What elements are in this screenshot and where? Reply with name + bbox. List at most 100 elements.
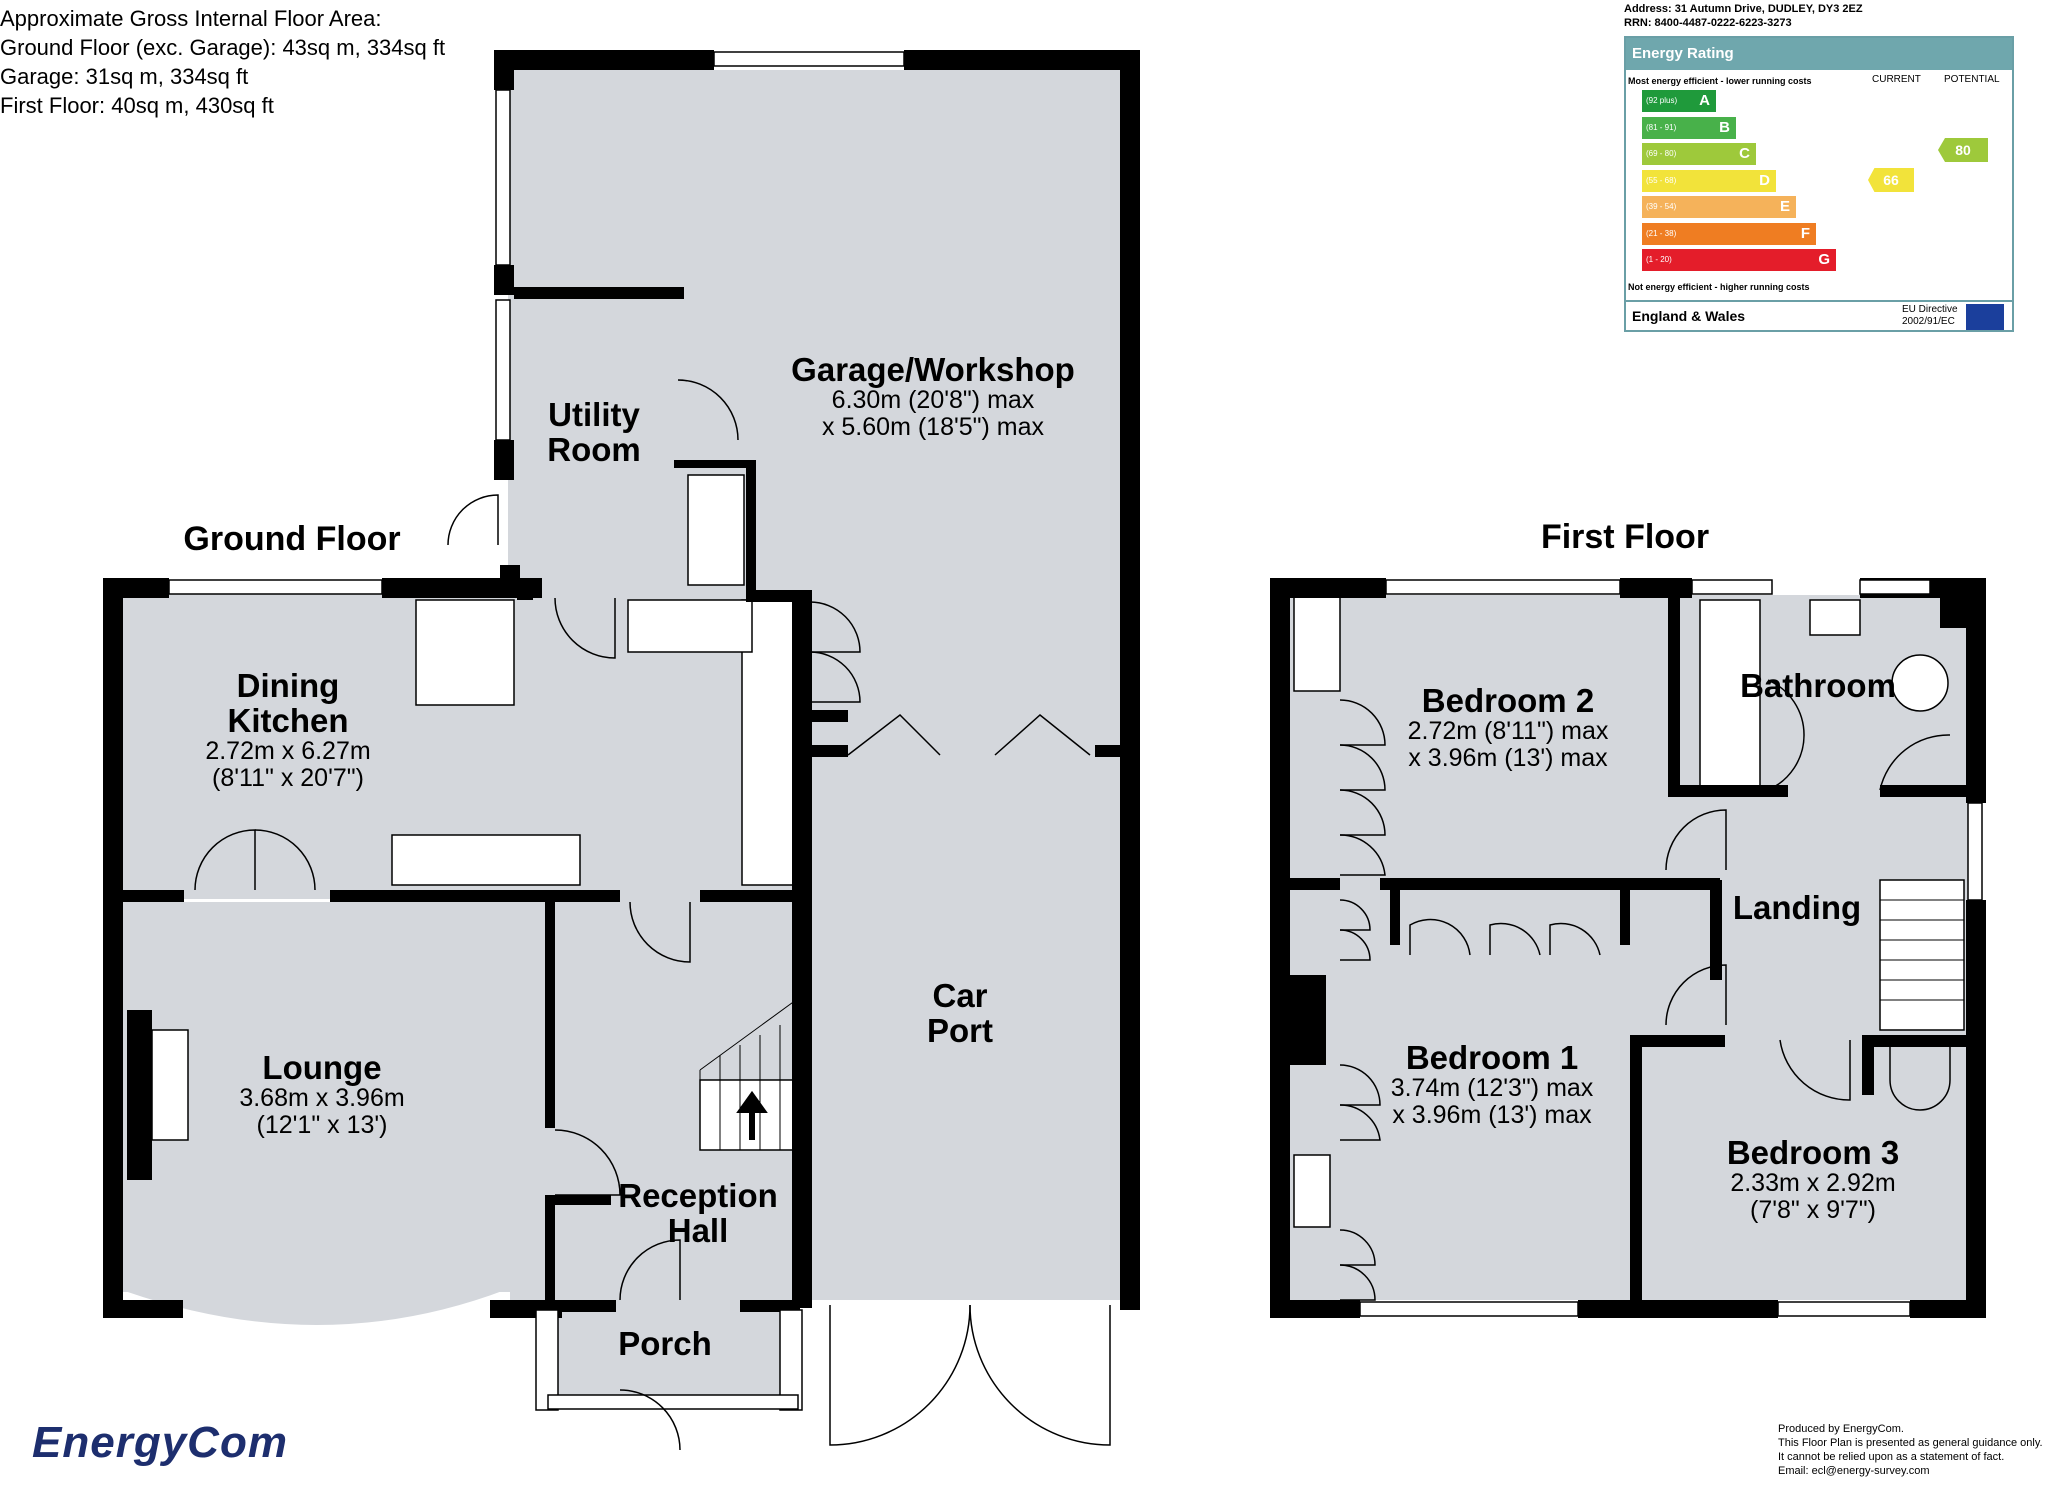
dining-line1: Dining bbox=[236, 667, 340, 704]
utility-line2: Room bbox=[547, 431, 641, 468]
epc-band-range: (39 - 54) bbox=[1646, 202, 1677, 211]
epc-title: Energy Rating bbox=[1626, 38, 2012, 70]
bathroom-label: Bathroom bbox=[1740, 668, 1896, 703]
epc-band-letter: C bbox=[1739, 145, 1750, 162]
dining-line2: Kitchen bbox=[227, 702, 349, 739]
epc-header: Address: 31 Autumn Drive, DUDLEY, DY3 2E… bbox=[1624, 2, 1863, 30]
garage-dim1: 6.30m (20'8") max bbox=[831, 386, 1035, 414]
epc-region: England & Wales bbox=[1632, 308, 1746, 324]
stairs-up-arrow-icon bbox=[736, 1090, 768, 1140]
produced-line: Email: ecl@energy-survey.com bbox=[1778, 1465, 1930, 1477]
epc-footer: England & Wales EU Directive 2002/91/EC bbox=[1626, 300, 2012, 334]
epc-band-letter: B bbox=[1719, 118, 1730, 136]
fireplace-hearth bbox=[151, 1029, 189, 1141]
epc-top-note: Most energy efficient - lower running co… bbox=[1628, 76, 1812, 86]
epc-directive-line2: 2002/91/EC bbox=[1902, 316, 1955, 327]
bed2-cupboard bbox=[1293, 594, 1341, 692]
epc-band-letter: F bbox=[1800, 224, 1810, 242]
epc-band-range: (69 - 80) bbox=[1646, 149, 1677, 158]
reception-label: Reception Hall bbox=[618, 1178, 778, 1248]
kitchen-worktop bbox=[391, 834, 581, 886]
epc-band-range: (81 - 91) bbox=[1646, 122, 1677, 132]
bed2-dim1: 2.72m (8'11") max bbox=[1407, 717, 1609, 745]
produced-line: This Floor Plan is presented as general … bbox=[1778, 1437, 2043, 1449]
bed2-name: Bedroom 2 bbox=[1421, 682, 1595, 719]
utility-label: Utility Room bbox=[547, 397, 641, 467]
windows bbox=[168, 51, 1983, 1411]
reception-line2: Hall bbox=[667, 1212, 729, 1249]
bathroom-basin bbox=[1809, 599, 1861, 636]
bed1-dim1: 3.74m (12'3") max bbox=[1390, 1074, 1594, 1102]
epc-band-letter: D bbox=[1759, 171, 1770, 189]
kitchen-unit bbox=[415, 599, 515, 706]
ground-floor-title: Ground Floor bbox=[183, 520, 401, 558]
carport-line1: Car bbox=[932, 977, 988, 1014]
doors bbox=[194, 379, 1964, 1451]
utility-sink bbox=[687, 474, 745, 586]
epc-band-d: (55 - 68) D bbox=[1642, 169, 1776, 192]
dining-label: Dining Kitchen 2.72m x 6.27m (8'11" x 20… bbox=[205, 668, 370, 792]
room-fills bbox=[122, 70, 1980, 1405]
area-ground: Ground Floor (exc. Garage): 43sq m, 334s… bbox=[0, 35, 446, 60]
bed3-dim2: (7'8" x 9'7") bbox=[1750, 1196, 1876, 1224]
bed1-label: Bedroom 1 3.74m (12'3") max x 3.96m (13'… bbox=[1391, 1040, 1594, 1129]
landing-name: Landing bbox=[1732, 889, 1862, 926]
lounge-floor bbox=[122, 902, 547, 1292]
epc-band-c: (69 - 80) C bbox=[1642, 143, 1756, 165]
epc-band-f: (21 - 38) F bbox=[1642, 222, 1816, 245]
bed1-name: Bedroom 1 bbox=[1405, 1039, 1579, 1076]
epc-box: Energy Rating Most energy efficient - lo… bbox=[1624, 36, 2014, 332]
lounge-dim1: 3.68m x 3.96m bbox=[239, 1084, 405, 1112]
epc-current-label: CURRENT bbox=[1872, 74, 1921, 85]
epc-directive-line1: EU Directive bbox=[1902, 304, 1958, 315]
landing-label: Landing bbox=[1733, 890, 1861, 925]
produced-by-note: Produced by EnergyCom. This Floor Plan i… bbox=[1778, 1422, 2043, 1478]
produced-line: It cannot be relied upon as a statement … bbox=[1778, 1451, 2005, 1463]
eu-flag-icon bbox=[1966, 304, 2004, 330]
bed3-dim1: 2.33m x 2.92m bbox=[1730, 1169, 1896, 1197]
porch-floor bbox=[548, 1300, 798, 1405]
carport-label: Car Port bbox=[927, 978, 993, 1048]
bed3-name: Bedroom 3 bbox=[1726, 1134, 1900, 1171]
epc-bottom-note: Not energy efficient - higher running co… bbox=[1628, 282, 1810, 292]
bath bbox=[1699, 599, 1761, 791]
carport-line2: Port bbox=[927, 1012, 993, 1049]
area-summary: Approximate Gross Internal Floor Area: G… bbox=[0, 4, 445, 120]
epc-band-range: (1 - 20) bbox=[1646, 255, 1672, 264]
epc-directive: EU Directive 2002/91/EC bbox=[1902, 304, 1958, 328]
first-floor-stairs bbox=[1879, 879, 1965, 1031]
porch-name: Porch bbox=[618, 1325, 712, 1362]
dining-dim2: (8'11" x 20'7") bbox=[212, 764, 364, 792]
epc-band-b: (81 - 91) B bbox=[1642, 116, 1736, 139]
epc-band-letter: A bbox=[1699, 92, 1710, 109]
dining-dim1: 2.72m x 6.27m bbox=[205, 737, 371, 765]
porch-label: Porch bbox=[618, 1326, 712, 1361]
epc-band-range: (92 plus) bbox=[1646, 96, 1678, 105]
area-heading: Approximate Gross Internal Floor Area: bbox=[0, 6, 382, 31]
garage-name: Garage/Workshop bbox=[791, 351, 1075, 388]
energycom-logo: EnergyCom bbox=[32, 1418, 288, 1467]
area-garage: Garage: 31sq m, 334sq ft bbox=[0, 64, 249, 89]
area-first: First Floor: 40sq m, 430sq ft bbox=[0, 93, 274, 118]
kitchen-sink-unit bbox=[627, 599, 753, 653]
bed2-label: Bedroom 2 2.72m (8'11") max x 3.96m (13'… bbox=[1408, 683, 1609, 772]
epc-band-e: (39 - 54)E bbox=[1642, 196, 1796, 218]
epc-potential-label: POTENTIAL bbox=[1944, 74, 2000, 85]
garage-label: Garage/Workshop 6.30m (20'8") max x 5.60… bbox=[791, 352, 1075, 441]
epc-band-letter: G bbox=[1818, 251, 1830, 268]
utility-line1: Utility bbox=[548, 396, 640, 433]
fixtures bbox=[151, 474, 1965, 1228]
epc-band-range: (55 - 68) bbox=[1646, 175, 1677, 185]
bathroom-name: Bathroom bbox=[1740, 667, 1896, 704]
epc-band-range: (21 - 38) bbox=[1646, 228, 1677, 238]
epc-potential-arrow: 80 bbox=[1938, 138, 1988, 162]
reception-line1: Reception bbox=[618, 1177, 778, 1214]
bed1-cupboard bbox=[1293, 1154, 1331, 1228]
epc-rrn: RRN: 8400-4487-0222-6223-3273 bbox=[1624, 17, 1792, 29]
garage-dim2: x 5.60m (18'5") max bbox=[821, 413, 1045, 441]
epc-band-a: (92 plus) A bbox=[1642, 90, 1716, 112]
lounge-name: Lounge bbox=[262, 1049, 382, 1086]
epc-address: Address: 31 Autumn Drive, DUDLEY, DY3 2E… bbox=[1624, 3, 1863, 15]
bed3-label: Bedroom 3 2.33m x 2.92m (7'8" x 9'7") bbox=[1727, 1135, 1899, 1224]
